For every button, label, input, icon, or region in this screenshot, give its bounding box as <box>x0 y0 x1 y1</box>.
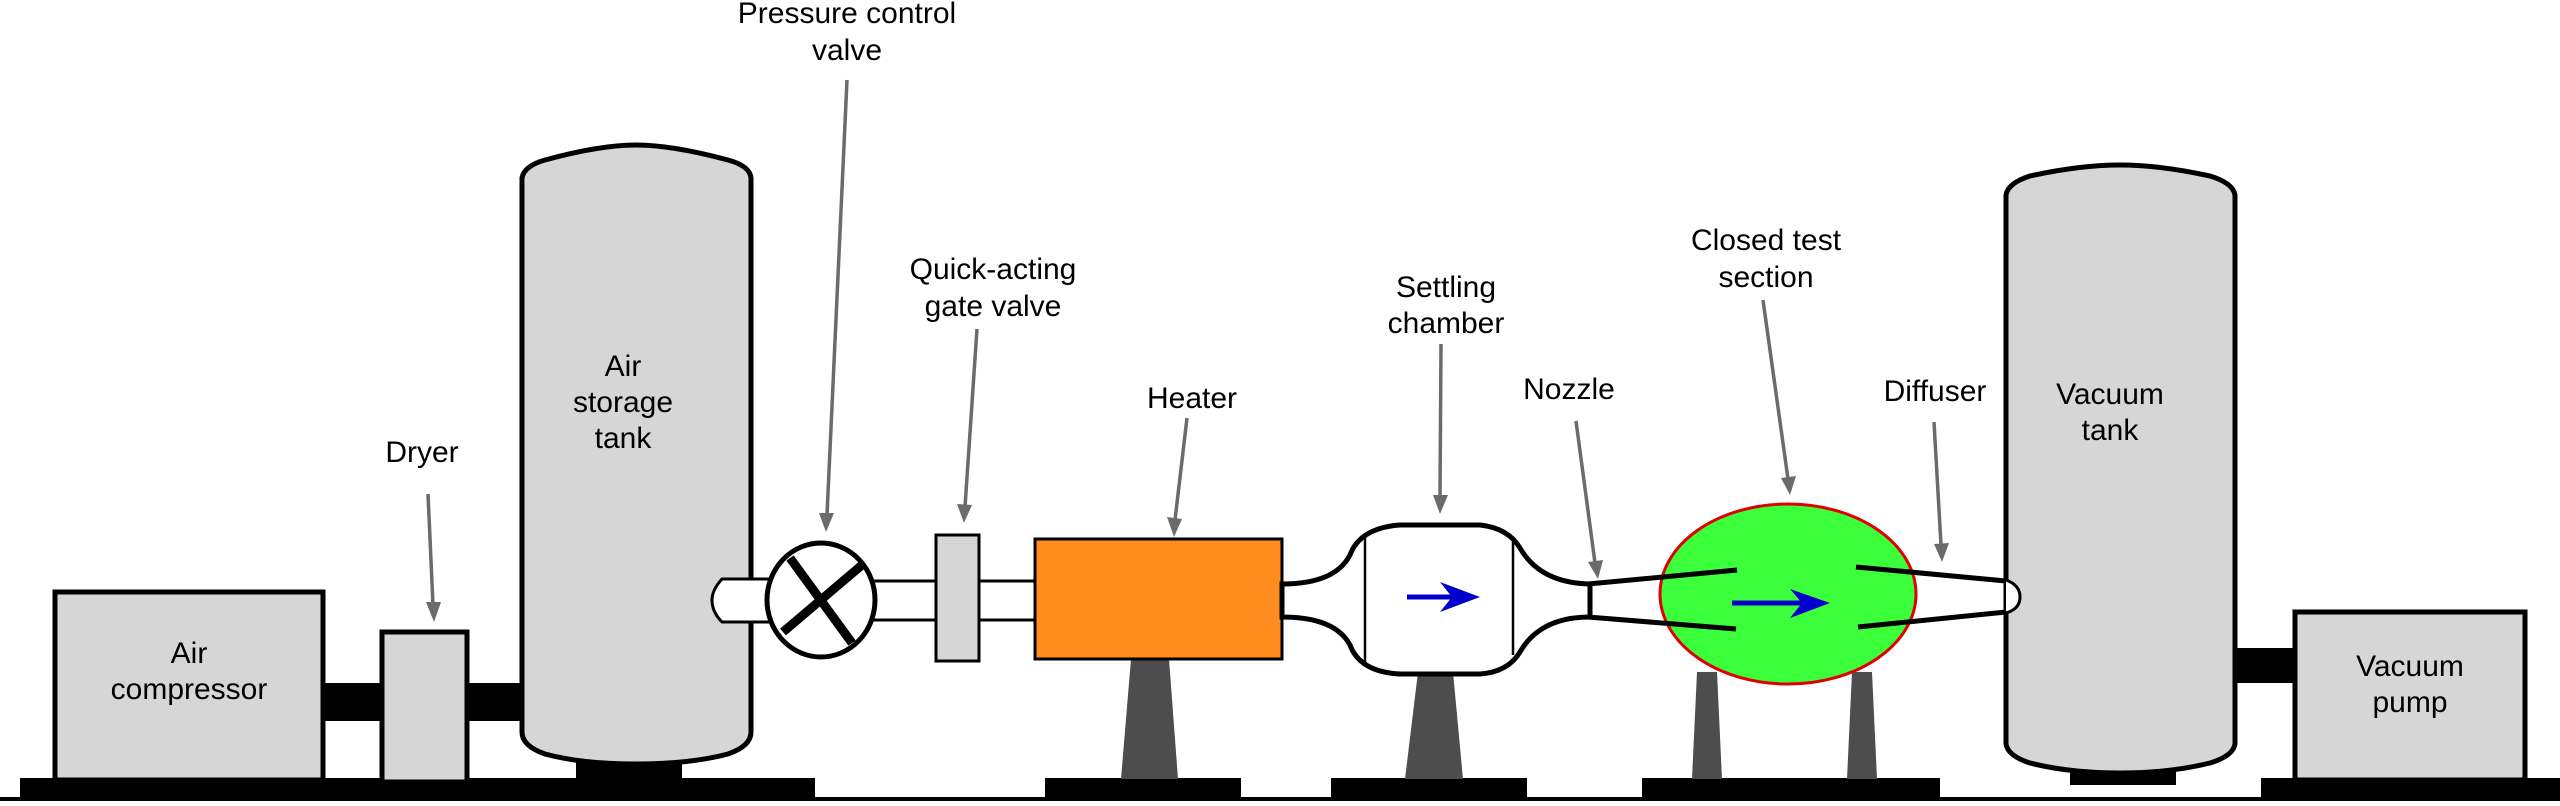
test-flow-arrow-head <box>1790 589 1830 618</box>
vacuum-pump-label-line-2: pump <box>2372 686 2447 719</box>
label-dryer: Dryer <box>385 436 459 622</box>
vacuum-tank-inlet <box>2005 578 2022 615</box>
test-support-right <box>1847 672 1877 779</box>
pipe-vacuumtank-pump <box>2232 648 2296 683</box>
tank-outlet-stub <box>710 577 770 624</box>
test-section-body <box>1658 502 1918 686</box>
nozzle-wall-top <box>1587 567 1738 587</box>
vacuum-pump: Vacuum pump <box>2292 609 2528 783</box>
vacuum-pump-label-line-1: Vacuum <box>2356 650 2464 683</box>
label-gate-valve: Quick-acting gate valve <box>910 253 1077 523</box>
label-diffuser: Diffuser <box>1884 375 1987 562</box>
air-compressor-label-line-2: compressor <box>111 673 268 706</box>
vacuum-tank-body <box>2003 162 2238 776</box>
dryer-leader-arrowhead <box>426 602 441 622</box>
settling-leader-arrowhead <box>1433 495 1448 514</box>
valve-cross-2 <box>780 561 865 636</box>
air-storage-tank: Air storage tank <box>519 142 754 785</box>
label-heater: Heater <box>1147 382 1237 537</box>
diffuser <box>1855 564 2007 630</box>
heater <box>1033 537 1284 779</box>
label-pressure-control-valve: Pressure control valve <box>738 0 956 532</box>
air-tank-label-line-2: storage <box>573 386 673 419</box>
heater-body <box>1033 537 1284 661</box>
nozzle-leader-line <box>1574 420 1597 564</box>
base-plate-3 <box>1331 778 1527 801</box>
air-compressor-body <box>52 589 326 783</box>
air-tank-label-line-1: Air <box>605 350 642 383</box>
nozzle-wall-bottom <box>1587 614 1737 632</box>
settling-flow-arrow-head <box>1440 582 1480 612</box>
base-plate-2 <box>1045 778 1241 801</box>
base-plate-4 <box>1642 778 1940 801</box>
heater-leader-arrowhead <box>1167 517 1182 537</box>
heater-leader-line <box>1173 417 1189 521</box>
vacuum-pump-body <box>2292 609 2528 783</box>
diffuser-label: Diffuser <box>1884 375 1987 408</box>
ground-line <box>0 797 2560 801</box>
vacuum-tank-label-line-1: Vacuum <box>2056 378 2164 411</box>
pipe-compressor-dryer <box>322 683 382 721</box>
vacuum-tank-label-line-2: tank <box>2082 414 2140 447</box>
dryer-label: Dryer <box>385 436 458 469</box>
test-section-label-line-1: Closed test <box>1691 224 1842 257</box>
settling-leader-line <box>1438 343 1443 498</box>
nozzle <box>1587 567 1738 632</box>
diffuser-leader-arrowhead <box>1934 543 1949 562</box>
diffuser-wall-bottom <box>1857 609 2007 630</box>
settling-label-line-1: Settling <box>1396 271 1496 304</box>
nozzle-label: Nozzle <box>1523 373 1615 406</box>
test-support-left <box>1692 672 1722 779</box>
gate-valve-body <box>934 533 981 663</box>
air-compressor-label-line-1: Air <box>171 637 208 670</box>
diffuser-leader-line <box>1932 421 1943 546</box>
heater-label: Heater <box>1147 382 1237 415</box>
vacuum-tank: Vacuum tank <box>2003 162 2238 785</box>
dryer <box>379 629 470 785</box>
gate-valve-leader-arrowhead <box>957 504 972 523</box>
pressure-valve-leader-arrowhead <box>819 513 834 532</box>
pressure-control-valve <box>710 540 937 660</box>
nozzle-leader-arrowhead <box>1588 560 1603 579</box>
pipe-dryer-tank <box>466 683 526 721</box>
test-section-label-line-2: section <box>1718 261 1813 294</box>
air-tank-label-line-3: tank <box>595 422 653 455</box>
base-plate-5 <box>2261 778 2560 801</box>
gate-valve <box>934 533 1036 663</box>
gate-valve-label-line-1: Quick-acting <box>910 253 1077 286</box>
pressure-valve-leader-line <box>825 79 849 516</box>
pipe-valve-gate-fill <box>872 583 936 618</box>
label-settling-chamber: Settling chamber <box>1388 271 1505 514</box>
heater-support <box>1121 659 1178 779</box>
test-section-leader-arrowhead <box>1781 476 1796 495</box>
label-nozzle: Nozzle <box>1523 373 1615 579</box>
gate-valve-label-line-2: gate valve <box>925 290 1062 323</box>
test-section-leader-line <box>1761 299 1790 480</box>
dryer-leader-line <box>426 493 435 606</box>
settling-chamber <box>1279 522 1593 779</box>
diffuser-wall-top <box>1855 564 2007 584</box>
pressure-valve-label-line-1: Pressure control <box>738 0 956 30</box>
air-tank-body <box>519 142 754 767</box>
test-section <box>1658 502 1918 779</box>
air-compressor: Air compressor <box>52 589 326 783</box>
label-test-section: Closed test section <box>1691 224 1842 495</box>
pressure-valve-label-line-2: valve <box>812 34 882 67</box>
gate-valve-leader-line <box>963 328 979 508</box>
dryer-body <box>379 629 470 785</box>
settling-label-line-2: chamber <box>1388 307 1505 340</box>
settling-support <box>1405 672 1463 779</box>
